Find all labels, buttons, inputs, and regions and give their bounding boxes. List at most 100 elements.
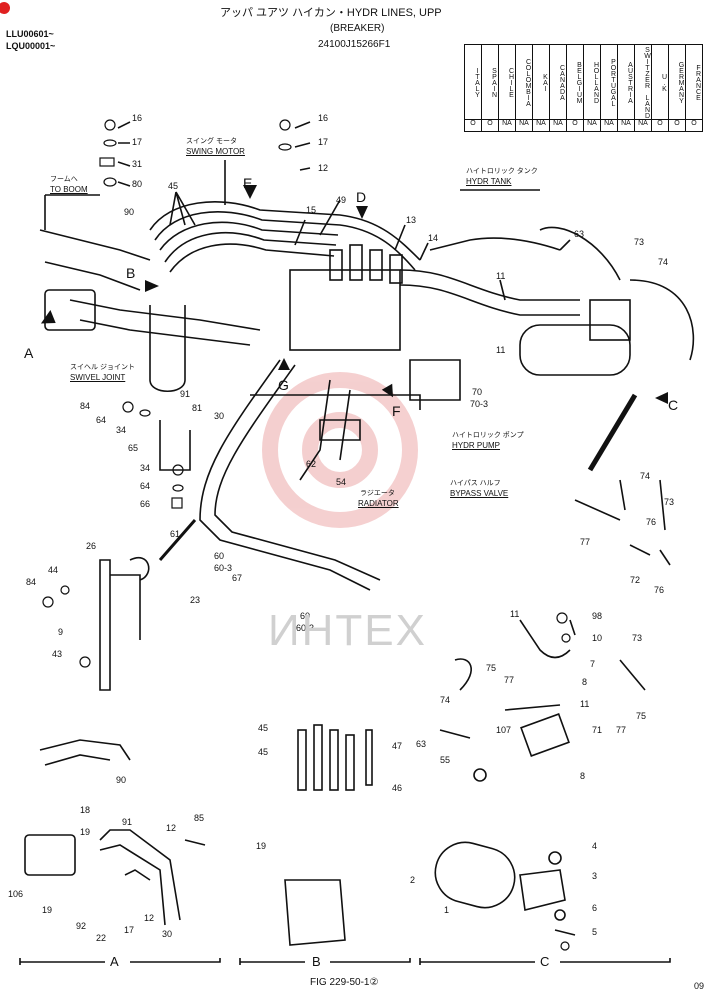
country-name: GERMANY xyxy=(668,44,686,120)
callout-66: 66 xyxy=(140,499,151,509)
country-name: HOLLAND xyxy=(583,44,601,120)
serial-range-1: LLU00601~ xyxy=(6,29,54,39)
section-label-c: C xyxy=(540,954,550,969)
hydr-tank-label: HYDR TANK xyxy=(466,177,512,186)
callout-16: 16 xyxy=(132,113,143,123)
callout-77: 77 xyxy=(504,675,515,685)
country-value: O xyxy=(668,119,686,132)
country-value: NA xyxy=(515,119,533,132)
callout-13: 13 xyxy=(406,215,417,225)
country-name: SWITZER LAND xyxy=(634,44,652,120)
callout-17: 17 xyxy=(132,137,143,147)
hydr-pump-label-jp: ハイトロリック ポンプ xyxy=(452,432,524,439)
country-value: NA xyxy=(583,119,601,132)
view-letter-a: A xyxy=(24,345,34,361)
callout-11: 11 xyxy=(510,609,520,619)
country-value: NA xyxy=(600,119,618,132)
country-name: U.K xyxy=(651,44,669,120)
callout-30: 30 xyxy=(214,411,225,421)
callout-71: 71 xyxy=(592,725,603,735)
callout-2: 2 xyxy=(410,875,416,885)
callout-81: 81 xyxy=(192,403,203,413)
country-value: NA xyxy=(634,119,652,132)
country-value: O xyxy=(685,119,703,132)
hydr-tank-label-jp: ハイトロリック タンク xyxy=(466,168,538,175)
country-name: AUSTRIA xyxy=(617,44,635,120)
country-value-row: O O NA NA NA NA O NA NA NA NA O O O xyxy=(464,119,703,132)
callout-64: 64 xyxy=(140,481,151,491)
page-subtitle: (BREAKER) xyxy=(330,23,385,34)
callout-17: 17 xyxy=(124,925,135,935)
callout-77: 77 xyxy=(616,725,627,735)
callout-65: 65 xyxy=(128,443,139,453)
callout-12: 12 xyxy=(318,163,329,173)
country-value: NA xyxy=(549,119,567,132)
country-value: O xyxy=(481,119,499,132)
callout-73: 73 xyxy=(634,237,645,247)
callout-75: 75 xyxy=(636,711,647,721)
callout-60-3: 60-3 xyxy=(214,563,233,573)
callout-80: 80 xyxy=(132,179,143,189)
callout-8: 8 xyxy=(582,677,588,687)
section-label-b: B xyxy=(312,954,321,969)
callout-16: 16 xyxy=(318,113,329,123)
page-corner-number: 09 xyxy=(694,981,705,991)
callout-1: 1 xyxy=(444,905,450,915)
country-value: NA xyxy=(532,119,550,132)
hydr-pump-label: HYDR PUMP xyxy=(452,441,501,450)
callout-75: 75 xyxy=(486,663,497,673)
callout-44: 44 xyxy=(48,565,59,575)
country-value: O xyxy=(566,119,584,132)
callout-19: 19 xyxy=(256,841,267,851)
callout-91: 91 xyxy=(180,389,191,399)
callout-26: 26 xyxy=(86,541,97,551)
callout-3: 3 xyxy=(592,871,598,881)
country-name: FRANCE xyxy=(685,44,703,120)
callout-11: 11 xyxy=(496,345,506,355)
callout-4: 4 xyxy=(592,841,598,851)
callout-12: 12 xyxy=(166,823,177,833)
callout-8: 8 xyxy=(580,771,586,781)
country-table: ITALY SPAIN CHILE COLOMBIA KAI CANADA BE… xyxy=(464,44,703,132)
bypass-valve-label-jp: ハイパス ハルフ xyxy=(450,480,501,487)
callout-60: 60 xyxy=(300,611,311,621)
callout-67: 67 xyxy=(232,573,243,583)
to-boom-label-jp: フームへ xyxy=(50,176,78,183)
view-letter-f: F xyxy=(392,403,401,419)
callout-90: 90 xyxy=(116,775,127,785)
callout-6: 6 xyxy=(592,903,598,913)
callout-11: 11 xyxy=(496,271,506,281)
callout-60: 60 xyxy=(214,551,225,561)
callout-34: 34 xyxy=(116,425,127,435)
callout-73: 73 xyxy=(664,497,675,507)
bypass-valve-label: BYPASS VALVE xyxy=(450,489,509,498)
callout-91: 91 xyxy=(122,817,133,827)
view-letter-b: B xyxy=(126,265,136,281)
callout-62: 62 xyxy=(306,459,317,469)
country-value: NA xyxy=(498,119,516,132)
callout-76: 76 xyxy=(654,585,665,595)
callout-74: 74 xyxy=(658,257,669,267)
callout-107: 107 xyxy=(496,725,512,735)
callout-7: 7 xyxy=(590,659,596,669)
callout-92: 92 xyxy=(76,921,87,931)
callout-45: 45 xyxy=(258,747,269,757)
callout-31: 31 xyxy=(132,159,143,169)
view-letter-g: G xyxy=(278,377,289,393)
callout-12: 12 xyxy=(144,913,155,923)
swing-motor-label: SWING MOTOR xyxy=(186,147,245,156)
callout-15: 15 xyxy=(306,205,317,215)
callout-5: 5 xyxy=(592,927,598,937)
callout-47: 47 xyxy=(392,741,403,751)
callout-60-3: 60-3 xyxy=(296,623,315,633)
callout-84: 84 xyxy=(26,577,37,587)
callout-84: 84 xyxy=(80,401,91,411)
callout-19: 19 xyxy=(42,905,53,915)
callout-77: 77 xyxy=(580,537,591,547)
callout-9: 9 xyxy=(58,627,64,637)
view-letter-c: C xyxy=(668,397,679,413)
callout-17: 17 xyxy=(318,137,329,147)
callout-74: 74 xyxy=(640,471,651,481)
callout-63: 63 xyxy=(574,229,585,239)
